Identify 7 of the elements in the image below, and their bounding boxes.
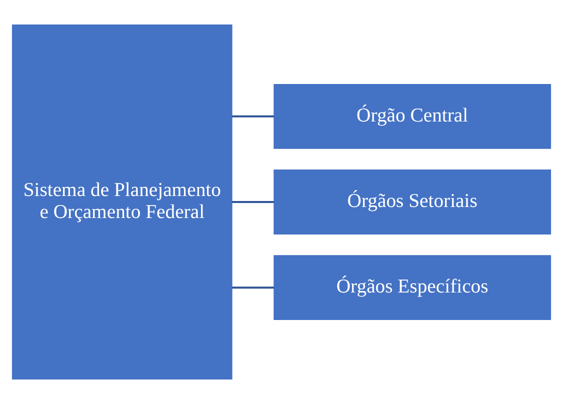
- connector: [232, 114, 274, 117]
- connector: [232, 286, 274, 288]
- node-box: Sistema de Planejamento e Orçamento Federal: [12, 24, 232, 380]
- node-box: Órgão Central: [274, 83, 552, 148]
- node-box: Órgãos Setoriais: [274, 169, 552, 234]
- connector: [232, 200, 274, 202]
- node-box: Órgãos Específicos: [274, 254, 552, 320]
